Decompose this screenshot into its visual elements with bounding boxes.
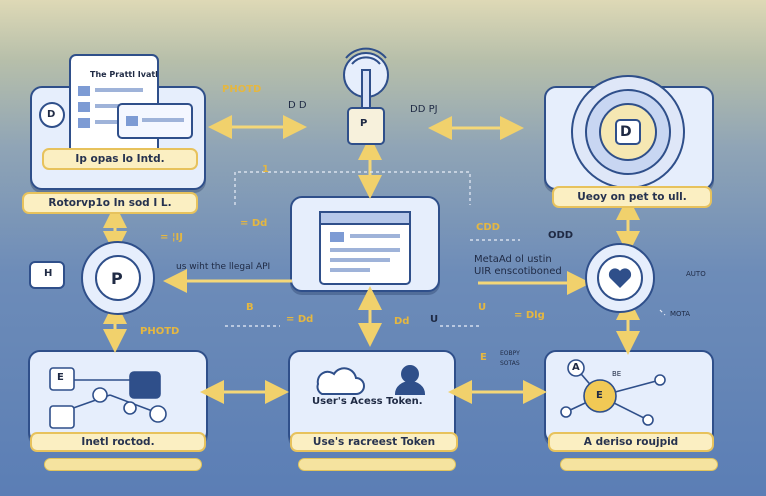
bottom-center-label: Use's racreest Token xyxy=(290,432,458,452)
letter-p-lock: P xyxy=(360,118,368,129)
bottom-right-label: A deriso roujpid xyxy=(548,432,714,452)
letter-b: B xyxy=(246,302,254,313)
heart-icon xyxy=(585,243,655,313)
meta-line1: MetaAd ol ustin xyxy=(474,254,552,265)
odd: ODD xyxy=(548,230,574,241)
letter-a: A xyxy=(572,362,580,373)
num-1: 1 xyxy=(262,164,269,175)
glyph-top-mid: D D xyxy=(288,100,307,111)
letter-p-big: P xyxy=(111,269,123,288)
document-icon xyxy=(319,211,411,285)
letter-b-br: BE xyxy=(612,370,622,378)
letter-e-mid: E xyxy=(480,352,487,363)
letter-d-phone: D xyxy=(47,109,56,120)
phone-title: The Prattl Ivatl xyxy=(90,70,158,79)
auto-right-1: AUTO xyxy=(686,270,706,278)
cloud-person-icon xyxy=(316,365,426,395)
letter-u: U xyxy=(478,302,487,313)
eq-dd-mid: = Dd xyxy=(286,314,314,325)
phone-label: Ip opas lo Intd. xyxy=(42,148,198,170)
cdd: CDD xyxy=(476,222,500,233)
gear-icon xyxy=(571,75,685,189)
lock-icon xyxy=(343,47,389,145)
eq-left-small: = ¦IJ xyxy=(160,232,183,243)
bottom-left-bar xyxy=(44,458,202,471)
auth-small-2: SOTAS xyxy=(500,360,520,367)
eq-dd-left: = Dd xyxy=(240,218,268,229)
meta-line2: UIR enscotiboned xyxy=(474,266,562,277)
access-token-text: User's Acess Token. xyxy=(312,396,423,407)
server-label: Rotorvp1o In sod I L. xyxy=(22,192,198,214)
network-icon xyxy=(49,367,167,429)
top-right-label: Ueoy on pet to ull. xyxy=(552,186,712,208)
photd-mid: PHOTD xyxy=(140,326,180,337)
phone-device xyxy=(39,54,193,166)
letter-e-box: E xyxy=(57,372,64,383)
auto-right-2: MOTA xyxy=(670,310,691,318)
p-circle-icon xyxy=(29,241,155,315)
letter-d-top: D xyxy=(620,124,632,140)
bottom-right-bar xyxy=(560,458,718,471)
glyph-top-right: DD PJ xyxy=(410,104,438,115)
eq-dly-right: = Dlg xyxy=(514,310,545,321)
bottom-center-bar xyxy=(298,458,456,471)
double-arrows xyxy=(103,115,640,404)
letter-u-h: U xyxy=(430,314,439,325)
eq-dd-right: Dd xyxy=(394,316,410,327)
auth-small-1: EOBPY xyxy=(500,350,520,357)
letter-h: H xyxy=(44,268,53,279)
bottom-left-label: Inetl roctod. xyxy=(30,432,206,452)
molecule-icon xyxy=(560,359,666,426)
dashed-links xyxy=(225,171,666,327)
photd-top: PHOTD xyxy=(222,84,262,95)
api-line: us wiht the llegal API xyxy=(176,262,271,272)
letter-e-br: E xyxy=(596,390,603,401)
